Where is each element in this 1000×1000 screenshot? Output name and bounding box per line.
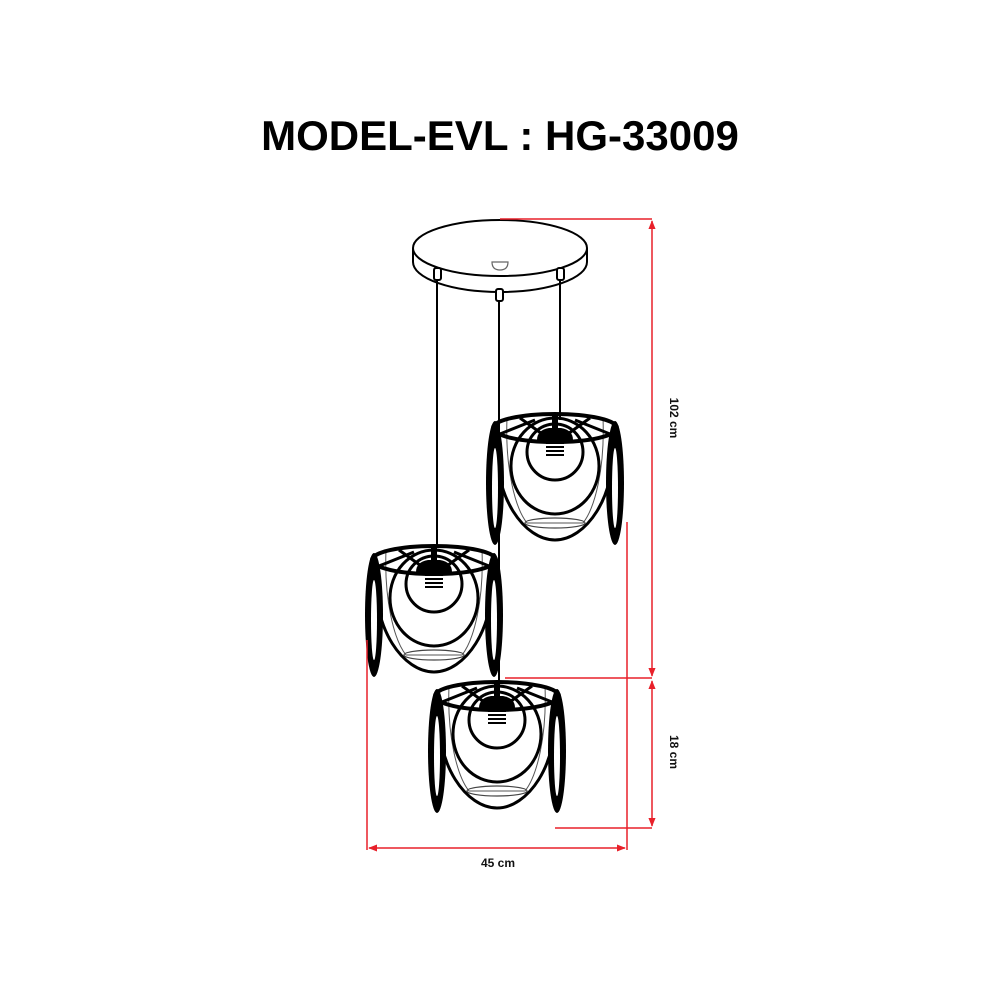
pendant-lamp-bottom [426, 680, 568, 815]
height-dimension-label: 102 cm [667, 398, 681, 439]
pendant-lamp-left [363, 544, 505, 679]
page-title: MODEL-EVL : HG-33009 [261, 112, 739, 159]
width-dimension-label: 45 cm [481, 856, 515, 870]
shade-height-dimension-label: 18 cm [667, 735, 681, 769]
dimension-lines [366, 218, 656, 852]
pendant-lamp-right [484, 412, 626, 547]
